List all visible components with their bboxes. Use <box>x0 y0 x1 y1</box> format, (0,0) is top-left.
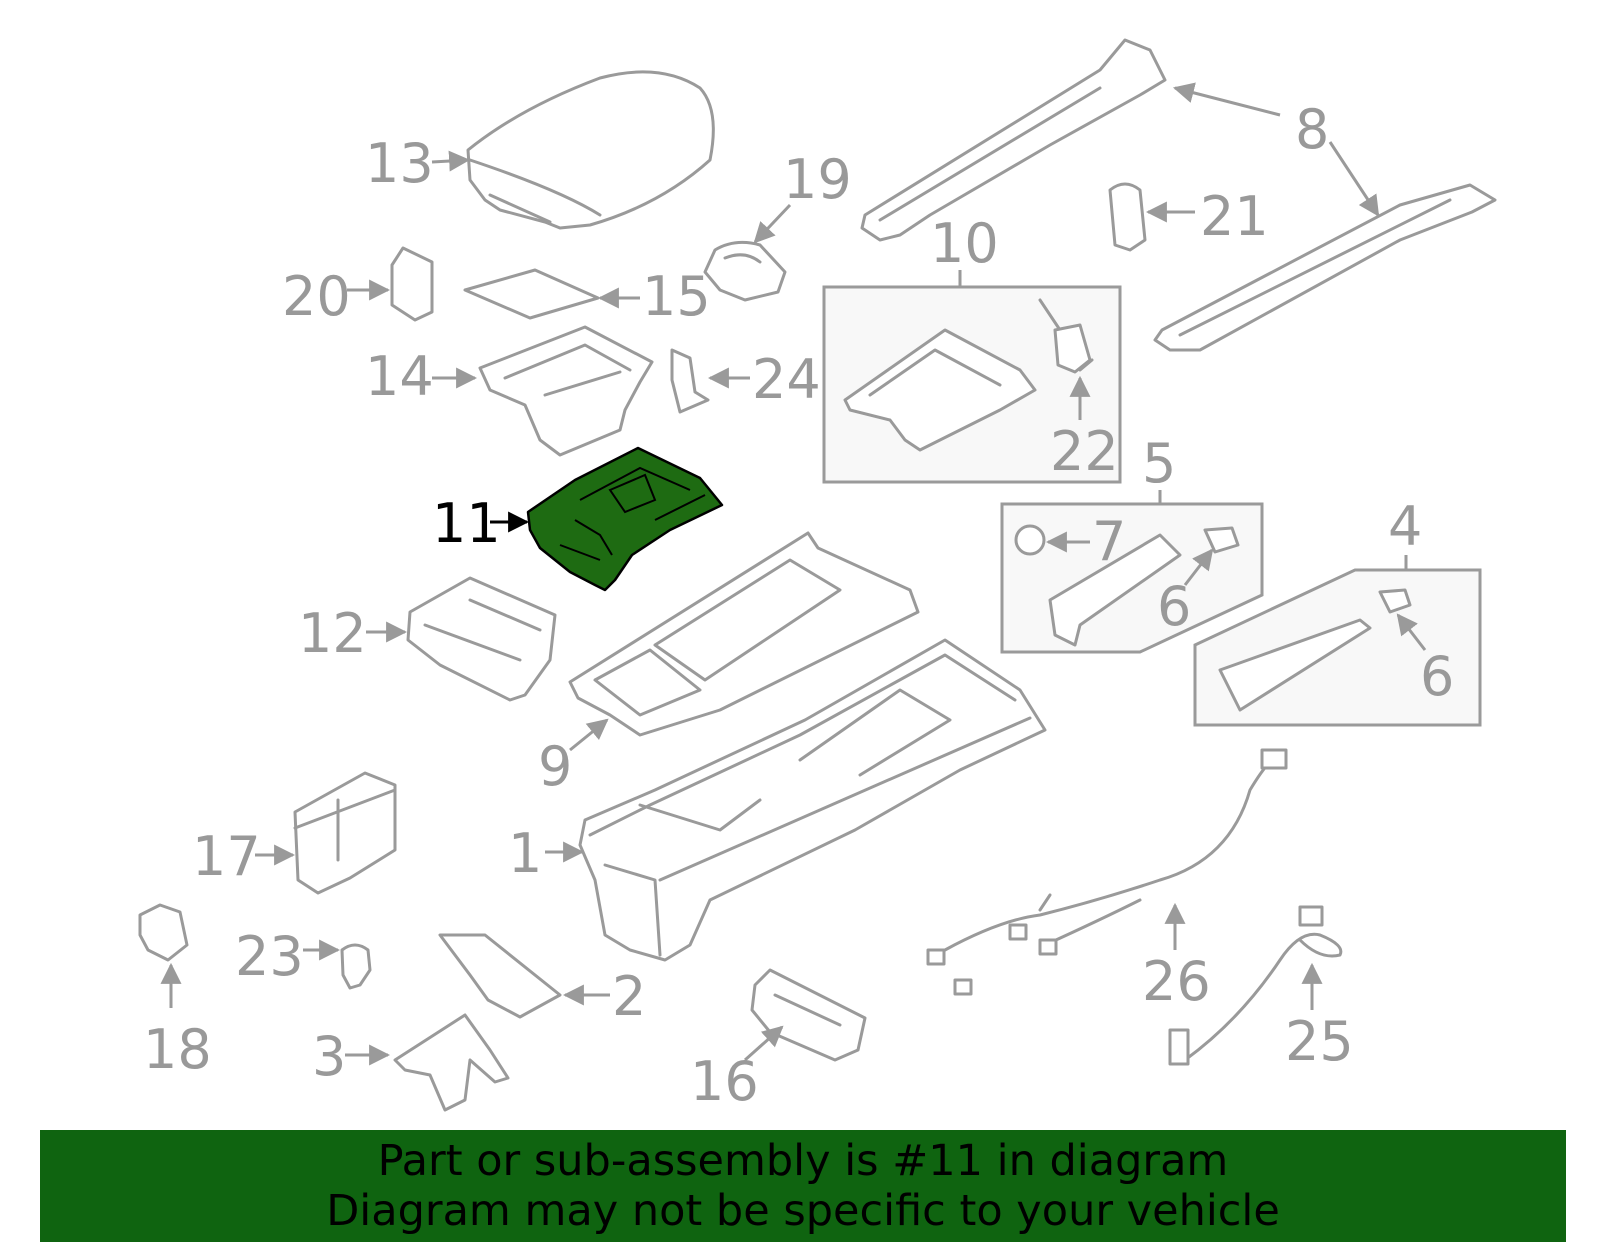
callout-24: 24 <box>752 348 821 411</box>
callout-17: 17 <box>192 825 261 888</box>
callout-19: 19 <box>783 148 852 211</box>
part-26-harness[interactable] <box>926 748 1288 996</box>
part-15-mat[interactable] <box>463 268 600 320</box>
callout-6a: 6 <box>1157 575 1191 638</box>
callout-13: 13 <box>365 132 434 195</box>
group-box-4 <box>1193 568 1482 727</box>
part-25-cable[interactable] <box>1168 905 1343 1066</box>
callout-14: 14 <box>365 345 434 408</box>
part-17-switch[interactable] <box>293 771 397 895</box>
callout-3: 3 <box>312 1025 346 1088</box>
part-14-bin[interactable] <box>478 325 654 457</box>
callout-22: 22 <box>1050 420 1119 483</box>
info-banner: Part or sub-assembly is #11 in diagram D… <box>40 1130 1566 1242</box>
callout-21: 21 <box>1200 185 1269 248</box>
part-1-console[interactable] <box>578 638 1047 962</box>
callout-9: 9 <box>538 735 572 798</box>
part-18-clip[interactable] <box>138 903 189 962</box>
callout-18: 18 <box>143 1018 212 1081</box>
callout-1: 1 <box>508 822 542 885</box>
banner-line-2: Diagram may not be specific to your vehi… <box>326 1186 1280 1236</box>
callout-23: 23 <box>235 925 304 988</box>
part-11-highlighted[interactable] <box>526 446 724 592</box>
group-box-5 <box>1000 502 1264 654</box>
callout-10: 10 <box>930 212 999 275</box>
callout-11: 11 <box>432 492 501 555</box>
part-21-plug[interactable] <box>1108 182 1147 252</box>
callout-7: 7 <box>1092 510 1126 573</box>
callout-5: 5 <box>1142 432 1176 495</box>
banner-line-1: Part or sub-assembly is #11 in diagram <box>377 1136 1229 1186</box>
callout-20: 20 <box>282 265 351 328</box>
part-16-panel[interactable] <box>750 968 867 1062</box>
part-9-trim-panel[interactable] <box>568 531 920 737</box>
part-19[interactable] <box>703 240 787 302</box>
part-8-side-trim[interactable] <box>860 38 1497 352</box>
part-13-armrest[interactable] <box>466 70 715 230</box>
callout-4: 4 <box>1388 495 1422 558</box>
part-23-socket[interactable] <box>340 943 372 990</box>
callout-26: 26 <box>1142 950 1211 1013</box>
part-20[interactable] <box>390 246 434 322</box>
part-3-bracket[interactable] <box>393 1013 510 1112</box>
callout-8: 8 <box>1295 98 1329 161</box>
callout-16: 16 <box>690 1050 759 1113</box>
part-12[interactable] <box>406 576 557 702</box>
part-24-bracket[interactable] <box>670 348 710 414</box>
part-2[interactable] <box>438 933 562 1019</box>
callout-2: 2 <box>612 965 646 1028</box>
callout-12: 12 <box>298 602 367 665</box>
callout-25: 25 <box>1285 1010 1354 1073</box>
callout-15: 15 <box>642 265 711 328</box>
callout-6b: 6 <box>1420 645 1454 708</box>
